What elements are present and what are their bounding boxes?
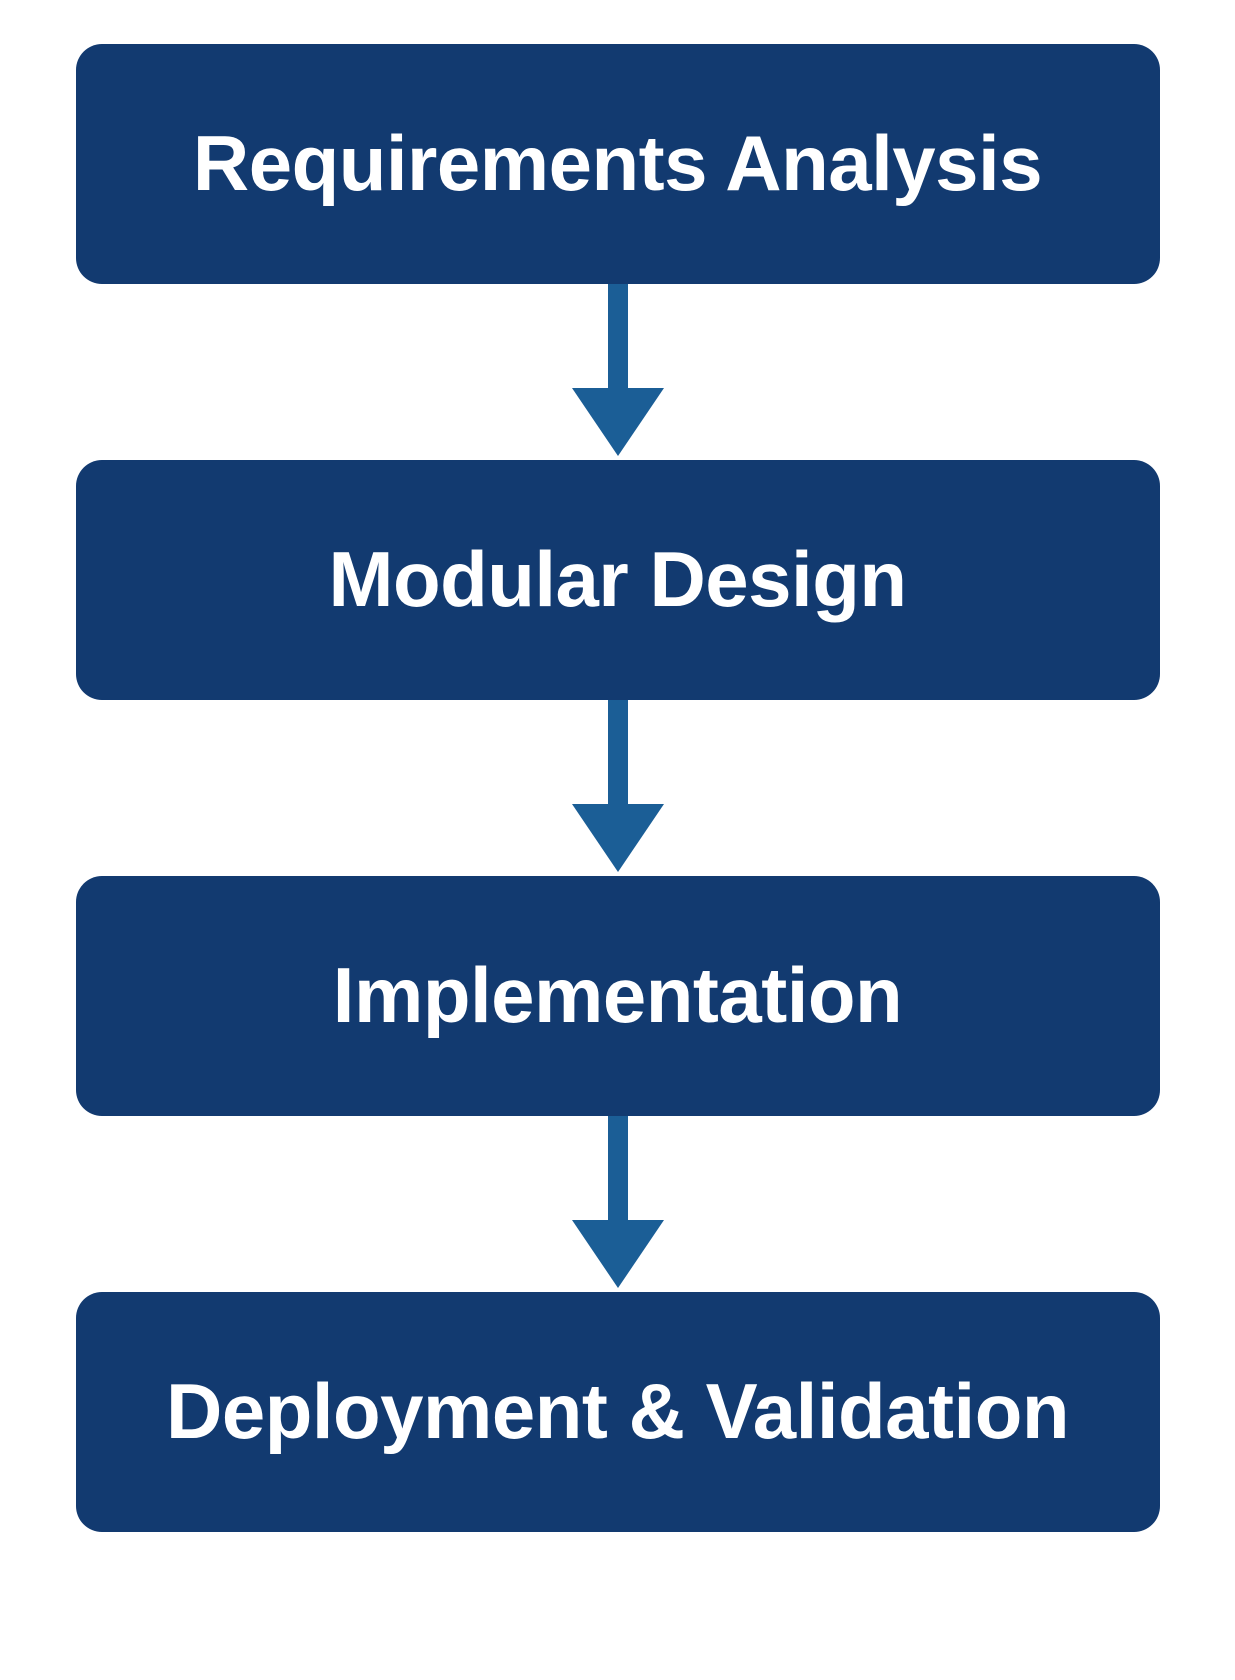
flow-node-label: Implementation	[332, 951, 903, 1040]
flow-connector-2	[76, 700, 1160, 876]
flow-node-requirements-analysis[interactable]: Requirements Analysis	[75, 44, 1160, 284]
flow-node-modular-design[interactable]: Modular Design	[75, 460, 1160, 700]
flow-node-label: Deployment & Validation	[166, 1367, 1069, 1456]
flow-node-deployment-validation[interactable]: Deployment & Validation	[75, 1292, 1160, 1532]
down-arrow-icon	[571, 284, 664, 456]
down-arrow-icon	[571, 1116, 664, 1288]
flow-node-label: Modular Design	[328, 535, 907, 624]
down-arrow-icon	[571, 700, 664, 872]
flow-node-implementation[interactable]: Implementation	[75, 876, 1160, 1116]
flow-connector-1	[76, 284, 1160, 460]
flow-connector-3	[76, 1116, 1160, 1292]
flow-node-label: Requirements Analysis	[192, 119, 1043, 208]
